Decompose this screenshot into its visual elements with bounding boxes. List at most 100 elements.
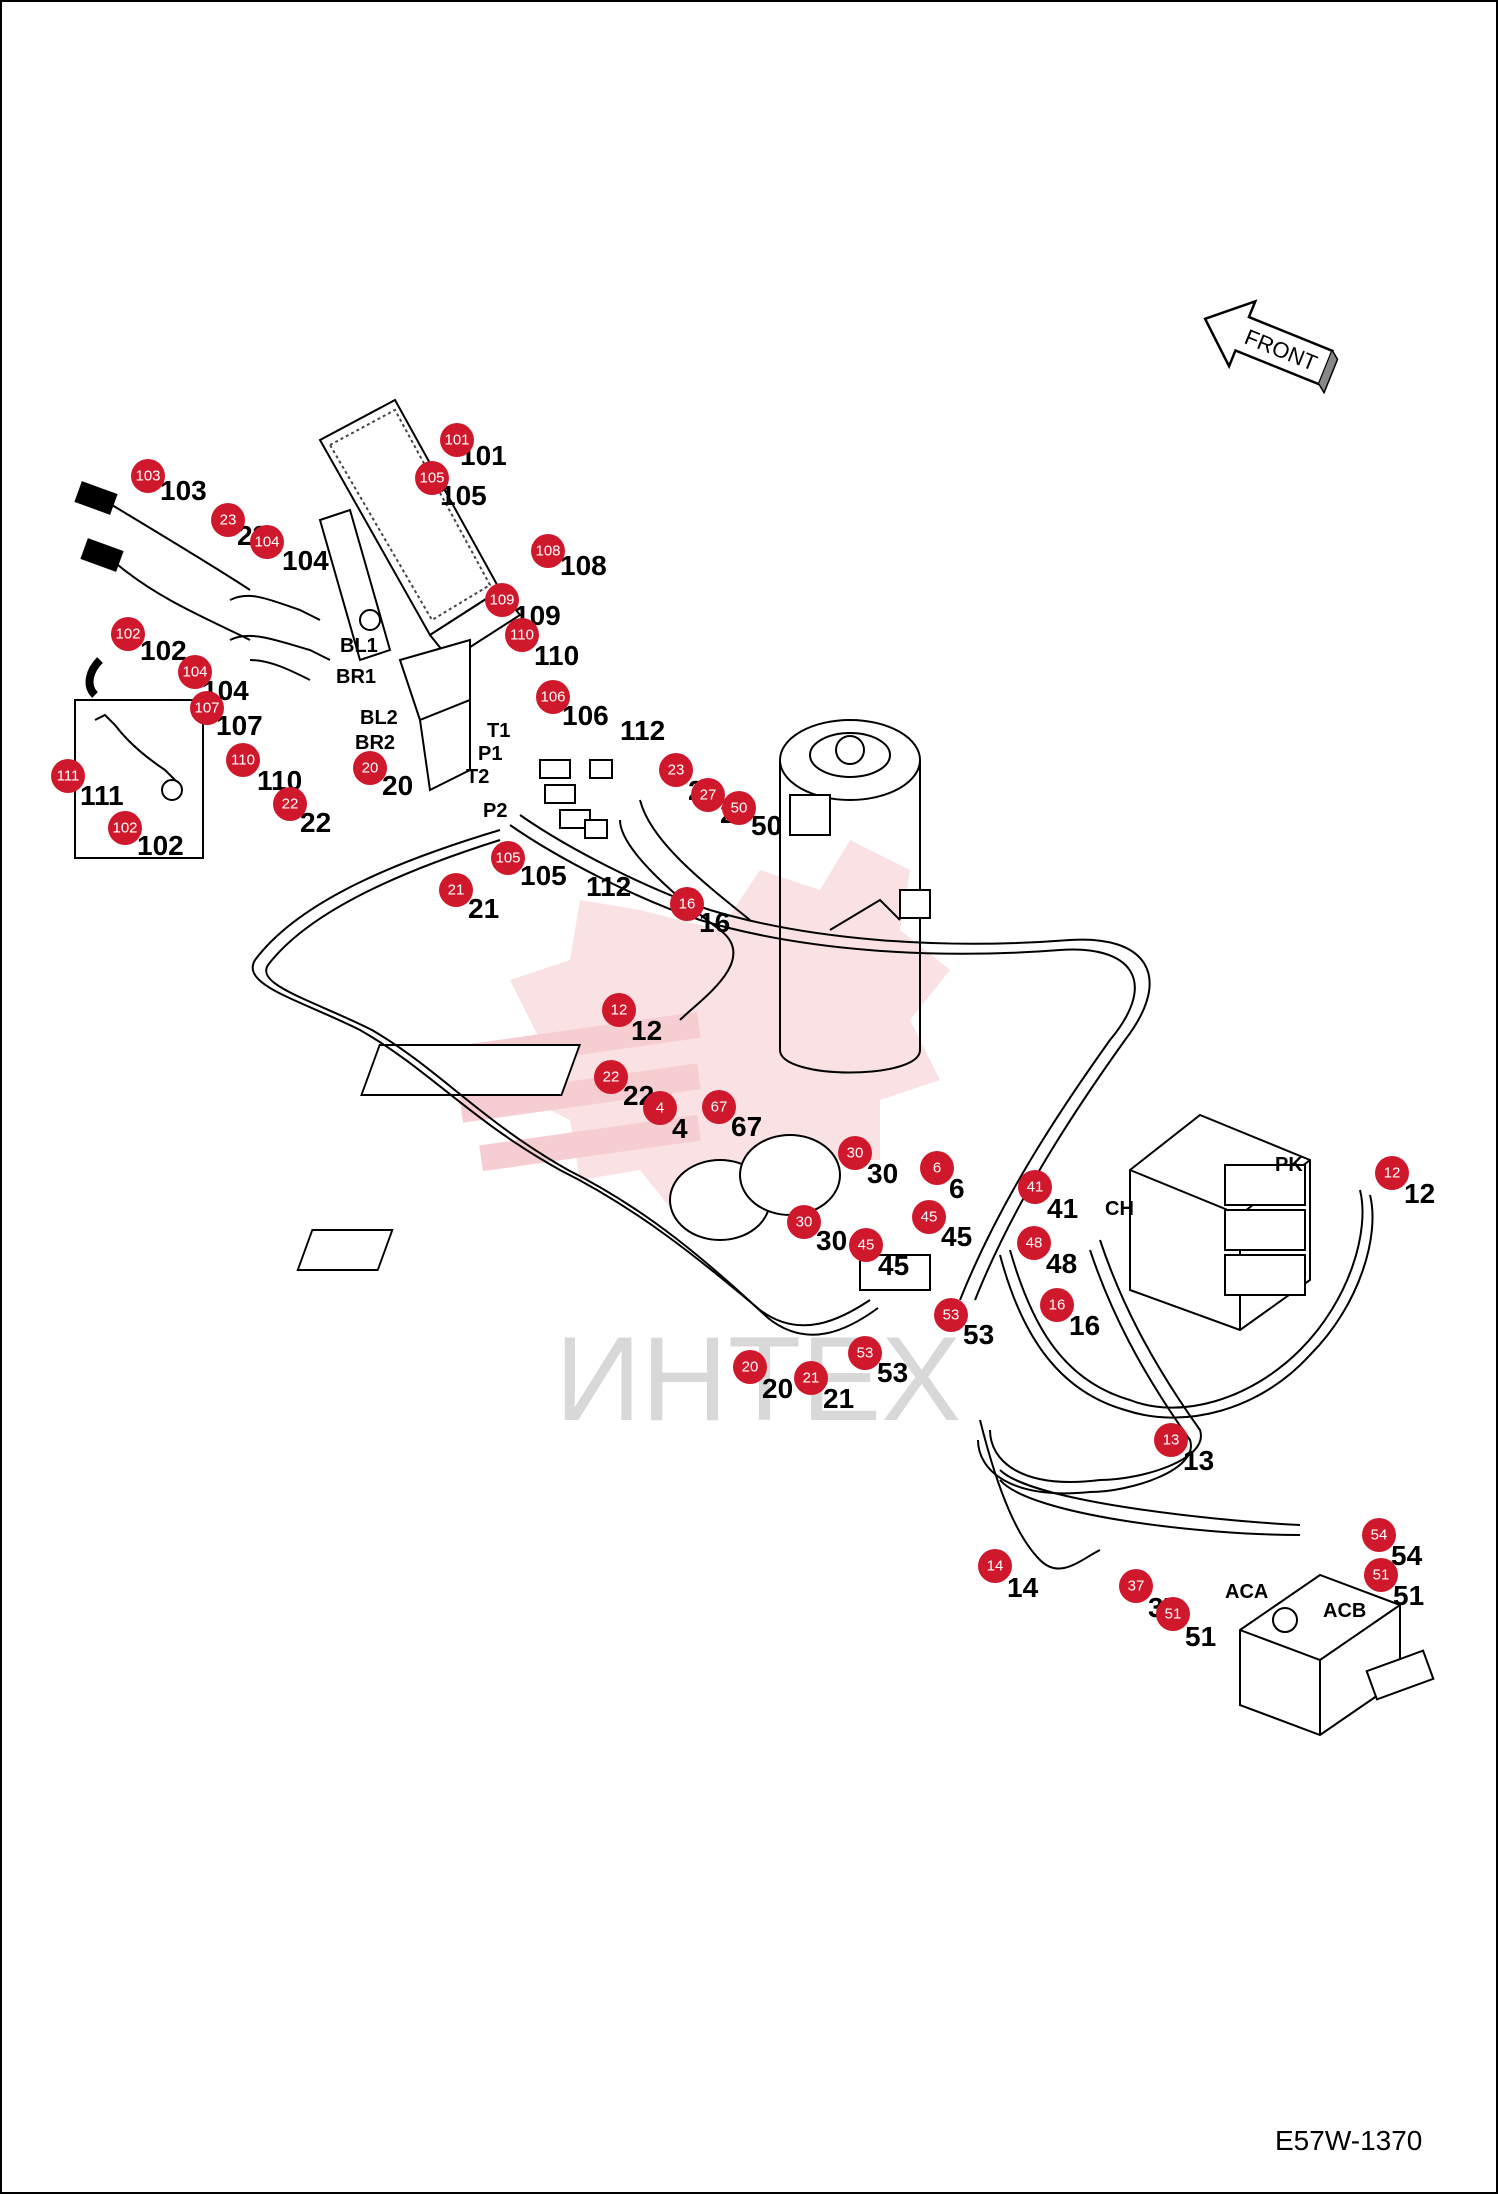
callout-4: 44 [643,1091,688,1144]
callout-label: 102 [140,635,187,666]
callout-badge-number: 108 [535,543,560,560]
callout-label: 107 [216,710,263,741]
callout-badge-number: 27 [700,787,717,804]
callout-badge-number: 110 [510,627,534,644]
callout-badge-number: 51 [1165,1606,1182,1623]
callout-badge [912,1200,946,1234]
callout-badge-number: 21 [448,882,465,899]
callout-badge-number: 16 [679,896,696,913]
callout-badge-number: 20 [742,1359,759,1376]
callout-label: 6 [949,1173,965,1204]
callout-badge-number: 37 [1128,1578,1145,1595]
callout-badge [1017,1226,1051,1260]
callout-badge [733,1350,767,1384]
callout-label: 14 [1007,1572,1039,1603]
callout-label: 45 [878,1250,909,1281]
callout-label: 21 [468,893,499,924]
port-bl2: BL2 [360,707,398,729]
callout-label: 45 [941,1221,972,1252]
port-pk: PK [1275,1154,1303,1176]
port-br2: BR2 [355,732,395,754]
callout-label: 16 [699,907,730,938]
callout-badge-number: 20 [362,760,379,777]
callout-badge [1364,1558,1398,1592]
callout-badge-number: 67 [711,1099,728,1116]
callout-badge [702,1090,736,1124]
callout-badge [226,743,260,777]
callout-badge-number: 104 [254,534,279,551]
callout-badge-number: 12 [611,1002,628,1019]
port-acb: ACB [1323,1600,1366,1622]
callout-label: 48 [1046,1248,1077,1279]
wire-harness-icon [74,481,331,698]
callout-label: 30 [867,1158,898,1189]
callout-label: 54 [1391,1540,1423,1571]
callout-label: 12 [1404,1178,1435,1209]
callout-label: 112 [586,871,631,902]
callout-badge [1375,1156,1409,1190]
callout-badge [415,461,449,495]
callout-badge [602,993,636,1027]
callout-badge-number: 106 [540,689,565,706]
callout-badge-number: 102 [112,820,137,837]
callout-label: 103 [160,475,207,506]
valve-block-icon [1129,1113,1311,1332]
callout-badge [211,503,245,537]
callout-label: 106 [562,700,609,731]
callout-label: 67 [731,1111,762,1142]
callout-badge [250,525,284,559]
callout-badge [934,1298,968,1332]
callout-badge [440,423,474,457]
callout-label: 51 [1393,1580,1424,1611]
callout-label: 105 [440,480,487,511]
callout-label: 22 [300,807,331,838]
callout-badge-number: 107 [194,700,219,717]
callout-badge-number: 103 [135,468,160,485]
callout-label: 21 [823,1383,854,1414]
callout-badge-number: 53 [943,1307,960,1324]
callout-badge-number: 45 [921,1209,938,1226]
callout-label: 4 [672,1113,688,1144]
brake-valve-block-icon [1239,1573,1435,1737]
callout-badge [531,534,565,568]
callout-badge [1156,1597,1190,1631]
callout-badge [353,751,387,785]
callout-badge-number: 22 [603,1069,620,1086]
callout-badge-number: 50 [731,800,748,817]
callout-badge-number: 12 [1384,1165,1401,1182]
callout-badge-number: 104 [182,664,207,681]
callout-badge [1362,1518,1396,1552]
pedal-fittings [539,759,613,839]
callout-badge-number: 110 [231,752,255,769]
callout-badge-number: 16 [1049,1297,1066,1314]
port-labels: BL1 BR1 BL2 BR2 T1 P1 T2 P2 PK CH ACA AC… [336,635,1366,1622]
callout-badge [643,1091,677,1125]
callout-badge [848,1336,882,1370]
callout-label: 105 [520,860,567,891]
watermark-gear-icon [439,840,950,1220]
port-aca: ACA [1225,1581,1268,1603]
callout-badge [838,1136,872,1170]
callout-badge-number: 6 [933,1160,941,1177]
callout-label: 104 [282,545,329,576]
